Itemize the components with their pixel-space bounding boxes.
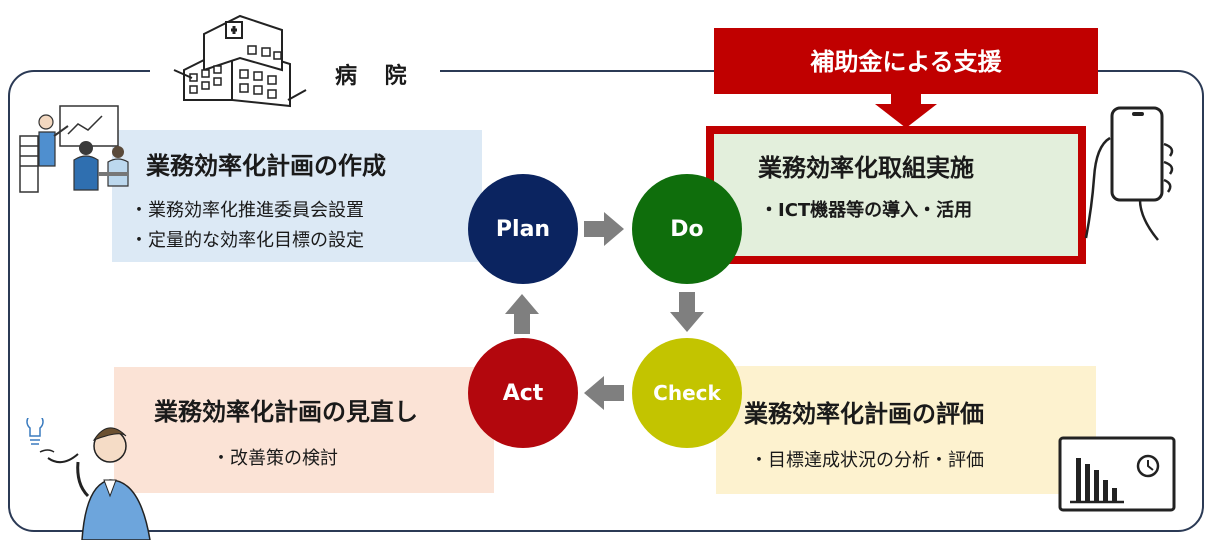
hospital-building-icon <box>173 14 307 108</box>
smartphone-hand-icon <box>1084 106 1174 241</box>
hospital-label: 病 院 <box>335 64 417 89</box>
act-panel <box>114 367 494 493</box>
plan-panel <box>112 130 482 262</box>
check-circle: Check <box>632 338 742 448</box>
do-circle: Do <box>632 174 742 284</box>
do-panel <box>706 126 1086 264</box>
arrow-do-to-check-icon <box>670 292 704 332</box>
act-title: 業務効率化計画の見直し <box>154 398 418 426</box>
plan-circle: Plan <box>468 174 578 284</box>
plan-item-2: ・定量的な効率化目標の設定 <box>130 230 364 251</box>
arrow-check-to-act-icon <box>584 376 624 410</box>
arrow-plan-to-do-icon <box>584 212 624 246</box>
do-title: 業務効率化取組実施 <box>758 154 974 182</box>
check-item-1: ・目標達成状況の分析・評価 <box>750 450 984 471</box>
subsidy-arrow-icon <box>875 92 937 128</box>
hospital-frame <box>8 70 1204 532</box>
arrow-act-to-plan-icon <box>505 294 539 334</box>
meeting-people-icon <box>19 105 129 193</box>
plan-title: 業務効率化計画の作成 <box>146 152 386 180</box>
do-item-1: ・ICT機器等の導入・活用 <box>760 200 973 221</box>
check-title: 業務効率化計画の評価 <box>744 400 984 428</box>
check-panel <box>716 366 1096 494</box>
act-circle: Act <box>468 338 578 448</box>
businessman-idea-icon <box>26 418 151 540</box>
subsidy-banner: 補助金による支援 <box>714 28 1098 94</box>
act-item-1: ・改善策の検討 <box>212 448 338 469</box>
plan-item-1: ・業務効率化推進委員会設置 <box>130 200 364 221</box>
bar-chart-clock-icon <box>1058 436 1176 512</box>
